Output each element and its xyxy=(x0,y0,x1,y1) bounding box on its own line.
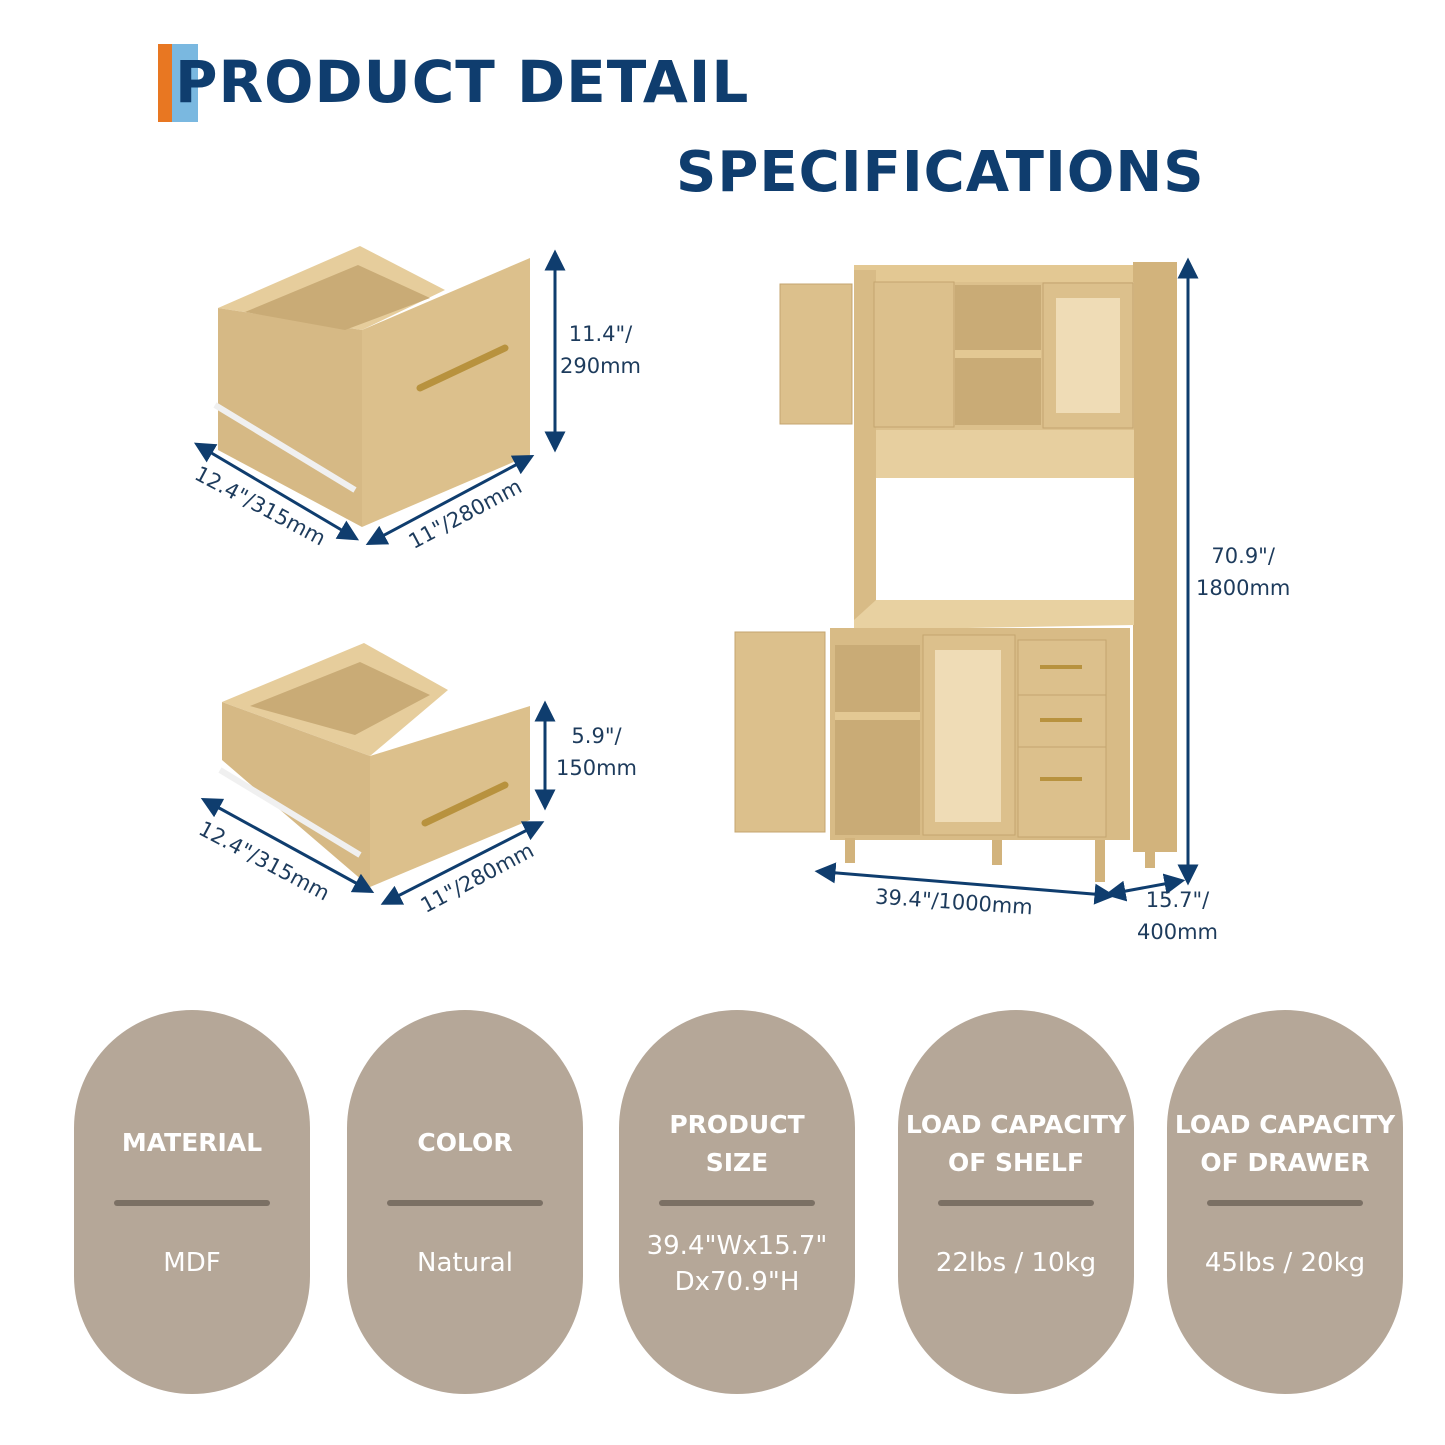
spec-divider xyxy=(1207,1200,1363,1206)
cabinet-height-label: 70.9"/ 1800mm xyxy=(1196,544,1291,600)
spec-divider xyxy=(938,1200,1094,1206)
spec-label: LOAD CAPACITY OF DRAWER xyxy=(1174,1110,1396,1177)
spec-pill-product-size: PRODUCT SIZE 39.4"Wx15.7" Dx70.9"H xyxy=(619,1010,855,1394)
large-drawer-height-label: 11.4"/ 290mm xyxy=(560,322,641,378)
spec-pill-material: MATERIAL MDF xyxy=(74,1010,310,1394)
title-accent-orange xyxy=(158,44,172,122)
spec-value: 39.4"Wx15.7" Dx70.9"H xyxy=(646,1231,828,1297)
page-title: PRODUCT DETAIL xyxy=(175,48,750,116)
cabinet-image xyxy=(734,262,1177,882)
spec-value: MDF xyxy=(163,1248,221,1278)
product-illustration xyxy=(193,246,1199,905)
spec-label: PRODUCT SIZE xyxy=(669,1110,805,1177)
spec-value: 45lbs / 20kg xyxy=(1204,1248,1366,1278)
spec-pill-shelf-load: LOAD CAPACITY OF SHELF 22lbs / 10kg xyxy=(898,1010,1134,1394)
spec-label: MATERIAL xyxy=(121,1128,263,1157)
spec-divider xyxy=(659,1200,815,1206)
cabinet-depth-label: 15.7"/ 400mm xyxy=(1137,888,1218,944)
section-subtitle: SPECIFICATIONS xyxy=(676,140,1205,205)
title-accent-blue xyxy=(172,44,198,122)
spec-value: 22lbs / 10kg xyxy=(935,1248,1097,1278)
spec-pill-color: COLOR Natural xyxy=(347,1010,583,1394)
spec-divider xyxy=(114,1200,270,1206)
large-drawer-image xyxy=(213,246,530,527)
spec-value: Natural xyxy=(417,1248,513,1278)
spec-label: COLOR xyxy=(417,1128,513,1157)
spec-divider xyxy=(387,1200,543,1206)
small-drawer-height-label: 5.9"/ 150mm xyxy=(556,724,637,780)
spec-label: LOAD CAPACITY OF SHELF xyxy=(905,1110,1127,1177)
spec-pill-drawer-load: LOAD CAPACITY OF DRAWER 45lbs / 20kg xyxy=(1167,1010,1403,1394)
